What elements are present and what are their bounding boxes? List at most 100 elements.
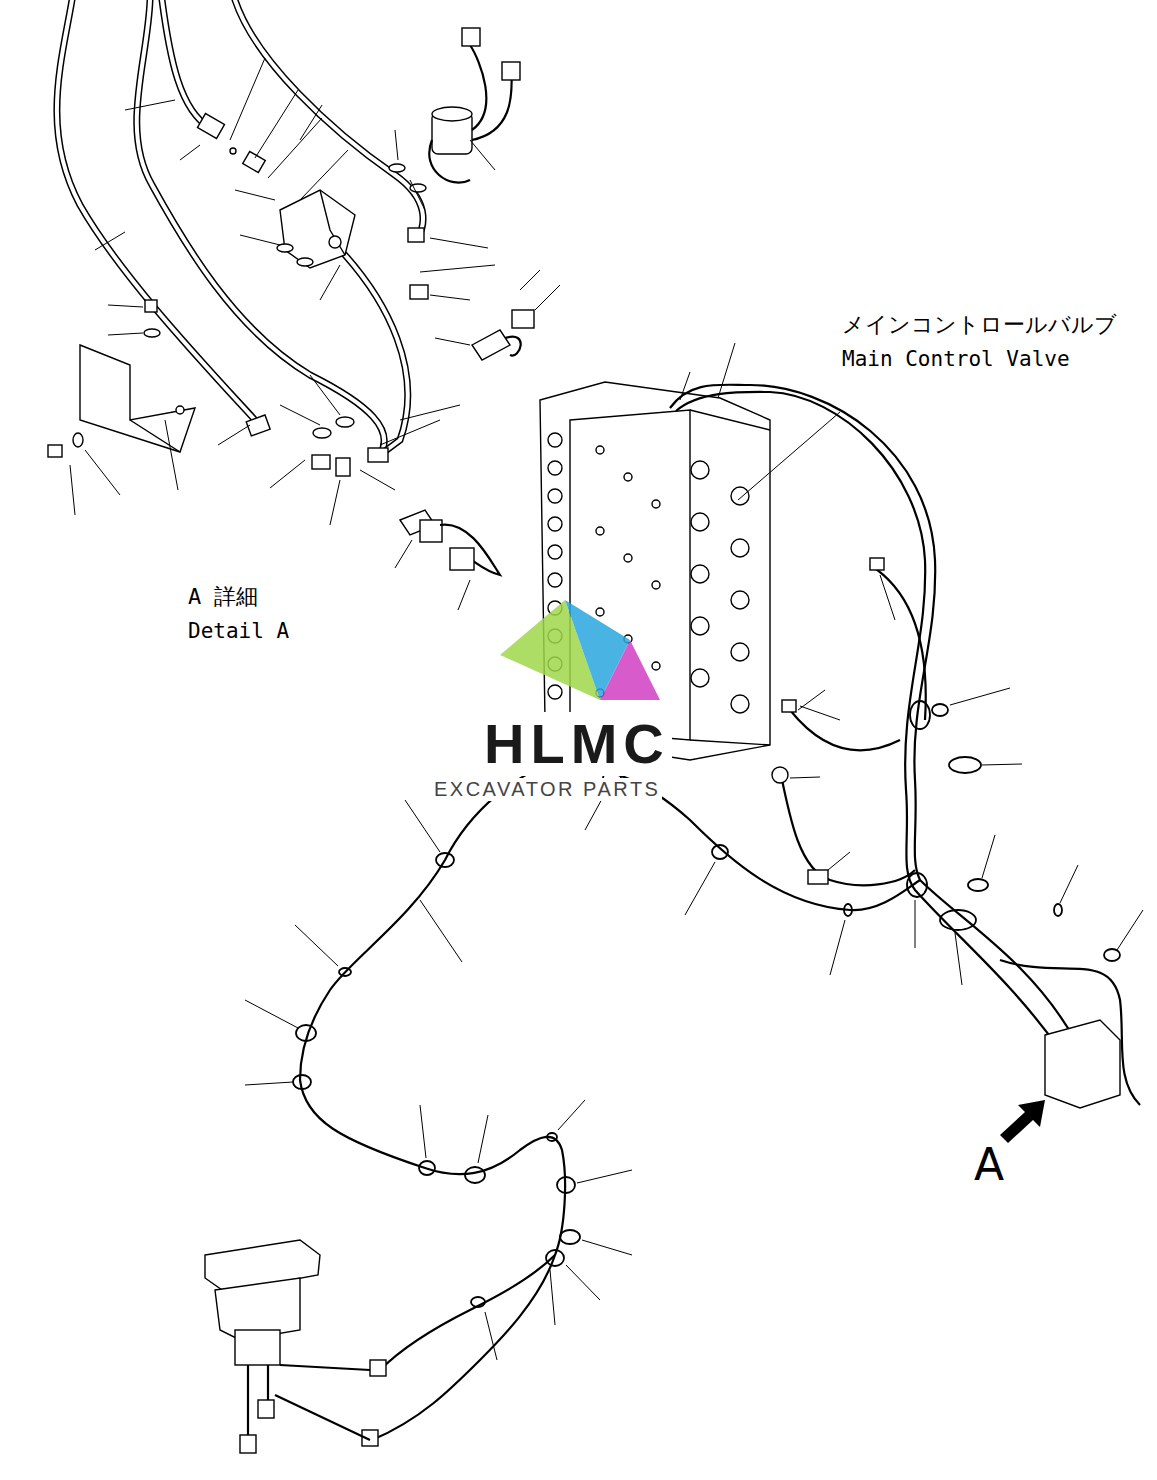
drawing-part	[670, 385, 1075, 1040]
drawing-part	[313, 428, 331, 438]
drawing-part	[691, 565, 709, 583]
harness	[300, 385, 1140, 1446]
drawing-part	[731, 487, 749, 505]
drawing-part	[436, 853, 454, 867]
drawing-part	[910, 701, 930, 729]
drawing-part	[691, 669, 709, 687]
drawing-part	[652, 581, 660, 589]
watermark: HLMC	[482, 712, 672, 776]
drawing-part	[230, 148, 236, 154]
drawing-part	[336, 458, 350, 476]
drawing-part	[300, 765, 565, 1370]
drawing-part	[410, 285, 428, 299]
drawing-part	[1045, 1020, 1120, 1108]
drawing-part	[293, 1075, 311, 1089]
view-arrow	[1000, 1100, 1045, 1143]
drawing-part	[312, 455, 330, 469]
detail-heading-japanese: A 詳細	[188, 584, 259, 609]
drawing-part	[547, 1133, 557, 1141]
drawing-part	[691, 617, 709, 635]
drawing-part	[548, 489, 562, 503]
drawing-part	[968, 879, 988, 891]
drawing-part	[940, 910, 976, 930]
drawing-part	[345, 255, 408, 455]
drawing-part	[419, 1161, 435, 1175]
drawing-part	[548, 461, 562, 475]
drawing-part	[505, 337, 521, 356]
drawing-part	[450, 548, 474, 570]
drawing-part	[320, 190, 345, 255]
drawing-part	[557, 1177, 575, 1193]
fittings	[48, 28, 534, 575]
drawing-part	[389, 164, 405, 172]
drawing-part	[145, 300, 157, 312]
drawing-part	[624, 473, 632, 481]
drawing-part	[540, 382, 770, 760]
drawing-part	[336, 417, 354, 427]
drawing-part	[345, 255, 408, 455]
drawing-part	[339, 968, 351, 976]
drawing-part	[297, 258, 313, 266]
drawing-part	[844, 904, 852, 916]
detail-heading: Detail A	[188, 619, 289, 643]
drawing-part	[596, 527, 604, 535]
pedal	[205, 1240, 370, 1453]
drawing-part	[440, 525, 500, 575]
drawing-part	[548, 685, 562, 699]
drawing-part	[408, 228, 424, 242]
drawing-part	[429, 45, 512, 183]
drawing-part	[560, 1230, 580, 1244]
clamps	[293, 701, 1120, 1307]
drawing-part	[548, 545, 562, 559]
drawing-part	[548, 517, 562, 531]
drawing-part	[731, 591, 749, 609]
drawing-part	[624, 554, 632, 562]
drawing-part	[712, 845, 728, 859]
drawing-part	[790, 565, 926, 750]
drawing-part	[1054, 904, 1062, 916]
drawing-part	[548, 433, 562, 447]
drawing-part	[465, 1167, 485, 1183]
watermark: EXCAVATOR PARTS	[432, 778, 662, 801]
drawing-part	[370, 1360, 386, 1376]
drawing-part	[772, 767, 788, 783]
drawing-part	[372, 1255, 555, 1440]
drawing-part	[248, 1365, 370, 1440]
drawing-part	[907, 873, 927, 897]
drawing-part	[420, 520, 442, 542]
part-name: Main Control Valve	[842, 347, 1070, 371]
drawing-part	[548, 573, 562, 587]
drawing-part	[368, 448, 388, 462]
drawing-part	[235, 1330, 280, 1365]
drawing-part	[870, 558, 884, 570]
drawing-part	[596, 608, 604, 616]
drawing-part	[1104, 949, 1120, 961]
drawing-part	[731, 695, 749, 713]
part-name-japanese: メインコントロールバルブ	[842, 312, 1117, 337]
drawing-part	[502, 62, 520, 80]
drawing-part	[690, 410, 770, 745]
drawing-part	[596, 446, 604, 454]
drawing-part	[512, 310, 534, 328]
drawing-part	[258, 1400, 274, 1418]
drawing-part	[949, 757, 981, 773]
drawing-part	[932, 704, 948, 716]
drawing-part	[472, 330, 510, 360]
drawing-part	[197, 114, 224, 139]
drawing-part	[782, 700, 796, 712]
drawing-part	[780, 770, 915, 885]
drawing-part	[240, 1435, 256, 1453]
drawing-part	[691, 461, 709, 479]
drawing-part	[80, 345, 195, 452]
drawing-part	[176, 406, 184, 414]
harness-leader-lines	[245, 343, 1143, 1360]
drawing-part	[808, 870, 828, 884]
detail-leader-lines	[70, 58, 560, 610]
drawing-part	[462, 28, 480, 46]
drawing-part	[432, 107, 472, 121]
drawing-part	[280, 190, 355, 268]
drawing-part	[162, 0, 210, 128]
hoses	[57, 0, 423, 455]
main-control-valve	[540, 382, 770, 760]
drawing-part	[471, 1297, 485, 1307]
